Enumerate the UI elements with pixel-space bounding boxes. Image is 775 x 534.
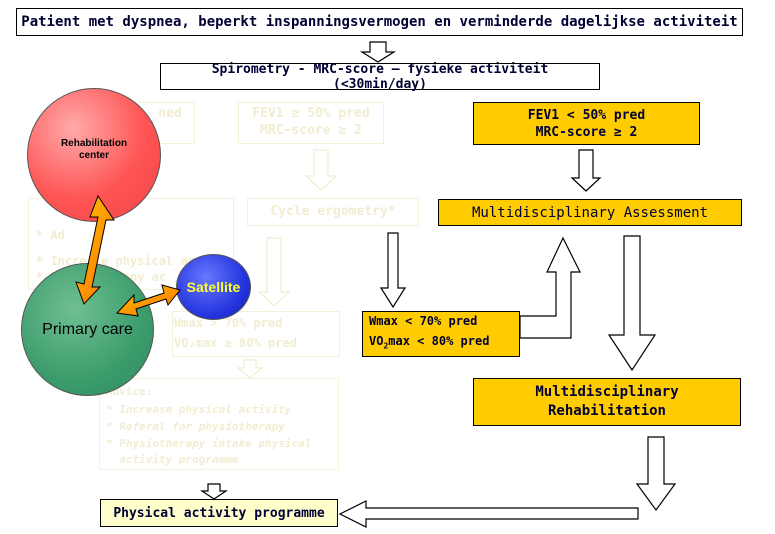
rehab-primary-arrow — [75, 194, 115, 305]
faded-wmax-text: Wmax > 70% pred — [174, 316, 283, 330]
cycle-down-arrow — [379, 232, 407, 309]
criteria-line2: MRC-score ≥ 2 — [535, 124, 638, 140]
faded-advice-1: * Increase physical activity — [106, 403, 292, 416]
faded-left-a: * Ad — [36, 228, 65, 242]
wmax-text: Wmax < 70% pred — [369, 314, 478, 329]
rehab-line1: Multidisciplinary — [535, 384, 679, 400]
faded-criteria-left-text: ned — [158, 106, 182, 121]
screening-box: Spirometry - MRC-score – fysieke activit… — [160, 62, 600, 92]
faded-advice-2: * Referal for physiotherapy — [106, 420, 285, 433]
faded-cycle-box — [247, 198, 419, 226]
criteria-line1: FEV1 < 50% pred — [527, 107, 646, 123]
satellite-label: Satellite — [186, 279, 241, 295]
to-programme-arrow — [338, 500, 639, 528]
satellite-circle: Satellite — [176, 254, 251, 320]
faded-criteria-line1: FEV1 ≥ 50% pred — [252, 106, 370, 121]
wmax-up-arrow — [519, 236, 581, 339]
faded-vo2-text: VO₂max ≥ 80% pred — [174, 336, 297, 350]
rehab-center-line2: center — [78, 150, 109, 161]
vo2-text: VO2max < 80% pred — [369, 334, 490, 351]
advice-down-arrow — [200, 483, 228, 500]
faded-advice-4: activity programme — [106, 453, 239, 466]
rehab-center-circle: Rehabilitation center — [27, 88, 161, 222]
faded-advice-3: * Physiotherapy intake physical — [106, 437, 312, 450]
faded-advice-box — [99, 378, 339, 470]
faded-wmax-box — [172, 311, 340, 357]
header-down-arrow — [359, 41, 397, 63]
faded-criteria-line2: MRC-score ≥ 2 — [260, 123, 362, 138]
primary-care-label: Primary care — [42, 320, 133, 338]
criteria-box: FEV1 < 50% pred MRC-score ≥ 2 — [473, 102, 700, 145]
rehab-down-arrow — [635, 436, 677, 512]
criteria-down-arrow — [570, 149, 602, 192]
assessment-down-arrow — [607, 235, 657, 372]
faded-arrows — [236, 149, 338, 379]
rehab-line2: Rehabilitation — [547, 403, 666, 419]
rehab-center-line1: Rehabilitation — [60, 138, 128, 149]
assessment-box: Multidisciplinary Assessment — [438, 199, 742, 226]
title-box: Patient met dyspnea, beperkt inspannings… — [16, 8, 743, 36]
rehab-box: Multidisciplinary Rehabilitation — [473, 378, 741, 426]
primary-satellite-arrow — [115, 284, 181, 317]
wmax-box: Wmax < 70% pred VO2max < 80% pred — [362, 311, 520, 357]
programme-box: Physical activity programme — [100, 499, 338, 527]
faded-criteria-box — [238, 102, 384, 144]
faded-cycle-text: Cycle ergometry* — [270, 204, 396, 219]
